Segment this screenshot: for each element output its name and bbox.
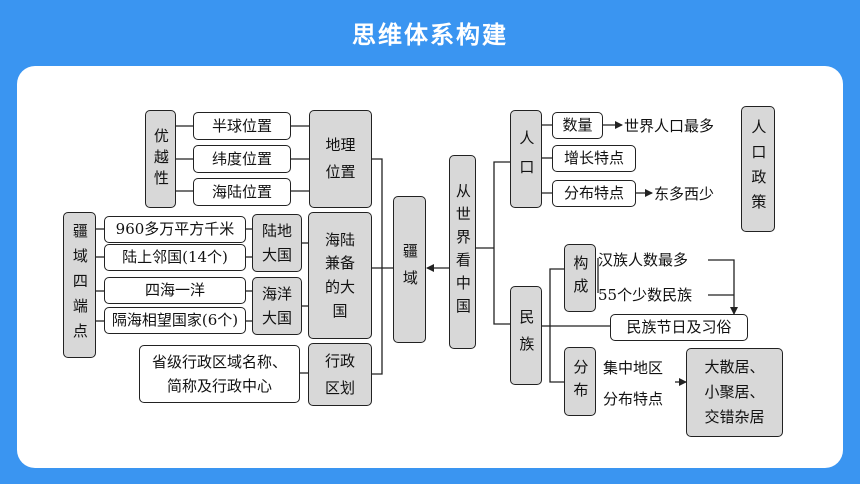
haiyang-daguo-box: 海洋 大国 — [252, 277, 302, 335]
fenbu2-item-feature: 分布特点 — [603, 390, 664, 408]
xingzheng-line1: 省级行政区域名称、 — [151, 352, 287, 371]
goucheng-item-han: 汉族人数最多 — [598, 251, 689, 269]
hailu-line3: 的大 — [324, 278, 355, 296]
ludi-daguo-line2: 大国 — [261, 245, 292, 264]
jiangyu-center-box: 疆域 — [393, 196, 426, 343]
youyuexing-box: 优越性 — [145, 110, 176, 208]
xingzheng-quhua-box: 行政 区划 — [308, 343, 372, 406]
ludi-daguo-box: 陆地 大国 — [252, 214, 302, 272]
zengzhang-box: 增长特点 — [552, 145, 636, 172]
juju-line2: 小聚居、 — [704, 383, 765, 402]
xingzheng-quhua-line1: 行政 — [324, 351, 355, 370]
haiyang-item-neighbors: 隔海相望国家(6个) — [104, 307, 246, 334]
dili-weizhi-line1: 地理 — [325, 136, 356, 155]
dili-weizhi-line2: 位置 — [325, 163, 356, 181]
renkou-box: 人口 — [510, 110, 542, 208]
juju-line3: 交错杂居 — [704, 407, 765, 426]
location-item-land-sea: 海陆位置 — [193, 178, 291, 206]
xingzheng-quhua-line2: 区划 — [324, 378, 355, 397]
cong-shijie-box: 从世界看中国 — [449, 155, 476, 349]
fenbu-text: 东多西少 — [654, 185, 715, 203]
juju-line1: 大散居、 — [704, 358, 765, 377]
jieri-box: 民族节日及习俗 — [610, 314, 748, 341]
shuliang-box: 数量 — [552, 112, 603, 139]
hailu-line4: 国 — [332, 301, 348, 320]
page-title: 思维体系构建 — [352, 21, 508, 49]
renkou-zhengce-box: 人口政策 — [741, 106, 775, 232]
juju-box: 大散居、 小聚居、 交错杂居 — [686, 348, 783, 437]
xingzheng-items-box: 省级行政区域名称、 简称及行政中心 — [139, 345, 300, 403]
shuliang-text: 世界人口最多 — [624, 117, 715, 135]
minzu-box: 民族 — [510, 286, 542, 385]
hailu-line1: 海陆 — [324, 230, 355, 249]
goucheng-box: 构成 — [564, 244, 596, 312]
haiyang-daguo-line2: 大国 — [261, 308, 292, 327]
fenbu2-item-region: 集中地区 — [603, 359, 664, 377]
area-box: 960多万平方千米 — [104, 216, 246, 243]
location-item-latitude: 纬度位置 — [193, 145, 291, 173]
goucheng-item-minority: 55个少数民族 — [598, 286, 693, 304]
fenbu-box: 分布特点 — [552, 180, 636, 207]
ludi-daguo-line1: 陆地 — [261, 221, 292, 240]
xingzheng-line2: 简称及行政中心 — [166, 376, 272, 395]
hailu-line2: 兼备 — [324, 254, 355, 273]
haiyang-item-four-seas: 四海一洋 — [104, 277, 246, 304]
jiangyu-sidian-box: 疆域四端点 — [63, 212, 96, 358]
fenbu2-box: 分布 — [564, 347, 596, 416]
haiyang-daguo-line1: 海洋 — [261, 284, 292, 303]
dili-weizhi-box: 地理 位置 — [309, 110, 372, 208]
neighbors-box: 陆上邻国(14个) — [104, 244, 246, 271]
hailu-jianbei-box: 海陆 兼备 的大 国 — [308, 212, 372, 339]
location-item-hemisphere: 半球位置 — [193, 112, 291, 140]
